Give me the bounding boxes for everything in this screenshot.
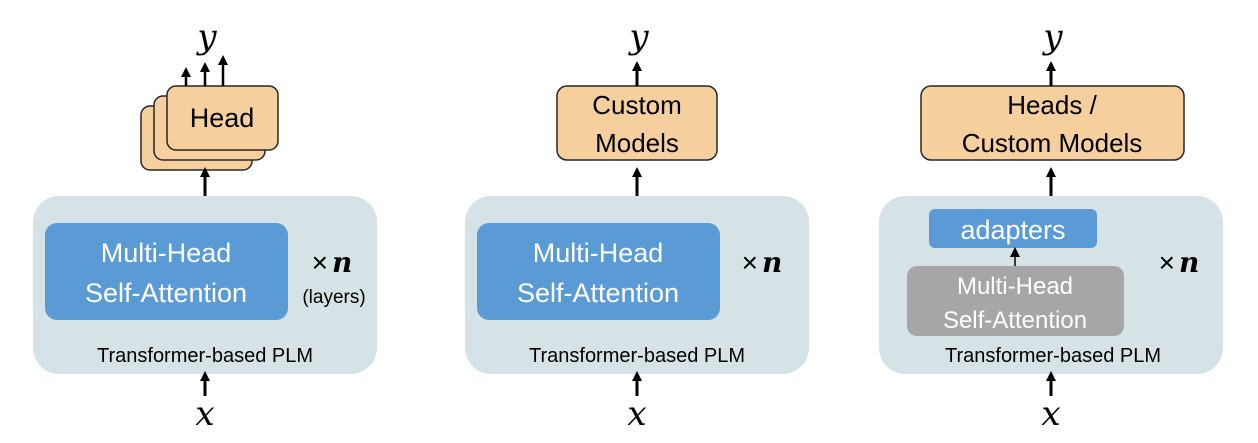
- times-n-label: ×n: [1159, 246, 1200, 279]
- panel-adapters: adapters Multi-Head Self-Attention ×n Tr…: [879, 17, 1223, 434]
- output-y-label: y: [195, 17, 217, 57]
- layers-note: (layers): [302, 287, 365, 308]
- plm-label: Transformer-based PLM: [97, 345, 313, 367]
- attention-label-line2: Self-Attention: [943, 307, 1087, 334]
- output-y-label: y: [627, 17, 649, 57]
- times-symbol: ×: [312, 247, 328, 278]
- times-symbol: ×: [1159, 247, 1175, 278]
- output-y-label: y: [1041, 17, 1063, 57]
- panel-full-finetuning: Multi-Head Self-Attention ×n (layers) Tr…: [33, 17, 377, 434]
- heads-custom-models-line2: Custom Models: [962, 128, 1143, 158]
- plm-label: Transformer-based PLM: [945, 345, 1161, 367]
- attention-label-line2: Self-Attention: [517, 278, 679, 308]
- adapters-block: [929, 209, 1097, 248]
- times-symbol: ×: [742, 247, 758, 278]
- head-label: Head: [190, 103, 255, 133]
- input-x-label: x: [195, 394, 214, 434]
- input-x-label: x: [1041, 394, 1060, 434]
- times-n-label: ×n: [312, 246, 353, 279]
- n-symbol: n: [762, 246, 782, 279]
- n-symbol: n: [1179, 246, 1199, 279]
- panel-custom-models: Multi-Head Self-Attention ×n Transformer…: [465, 17, 809, 434]
- times-n-label: ×n: [742, 246, 783, 279]
- attention-block: [477, 223, 720, 320]
- attention-block: [45, 223, 288, 320]
- attention-label-line1: Multi-Head: [533, 238, 664, 268]
- attention-label-line1: Multi-Head: [957, 273, 1073, 300]
- custom-models-line2: Models: [595, 128, 679, 158]
- attention-label-line1: Multi-Head: [101, 238, 232, 268]
- n-symbol: n: [332, 246, 352, 279]
- plm-label: Transformer-based PLM: [529, 345, 745, 367]
- attention-label-line2: Self-Attention: [85, 278, 247, 308]
- attention-block-frozen: [907, 266, 1124, 336]
- input-x-label: x: [627, 394, 646, 434]
- heads-custom-models-line1: Heads /: [1007, 90, 1097, 120]
- custom-models-line1: Custom: [592, 90, 682, 120]
- adapters-label: adapters: [960, 215, 1065, 245]
